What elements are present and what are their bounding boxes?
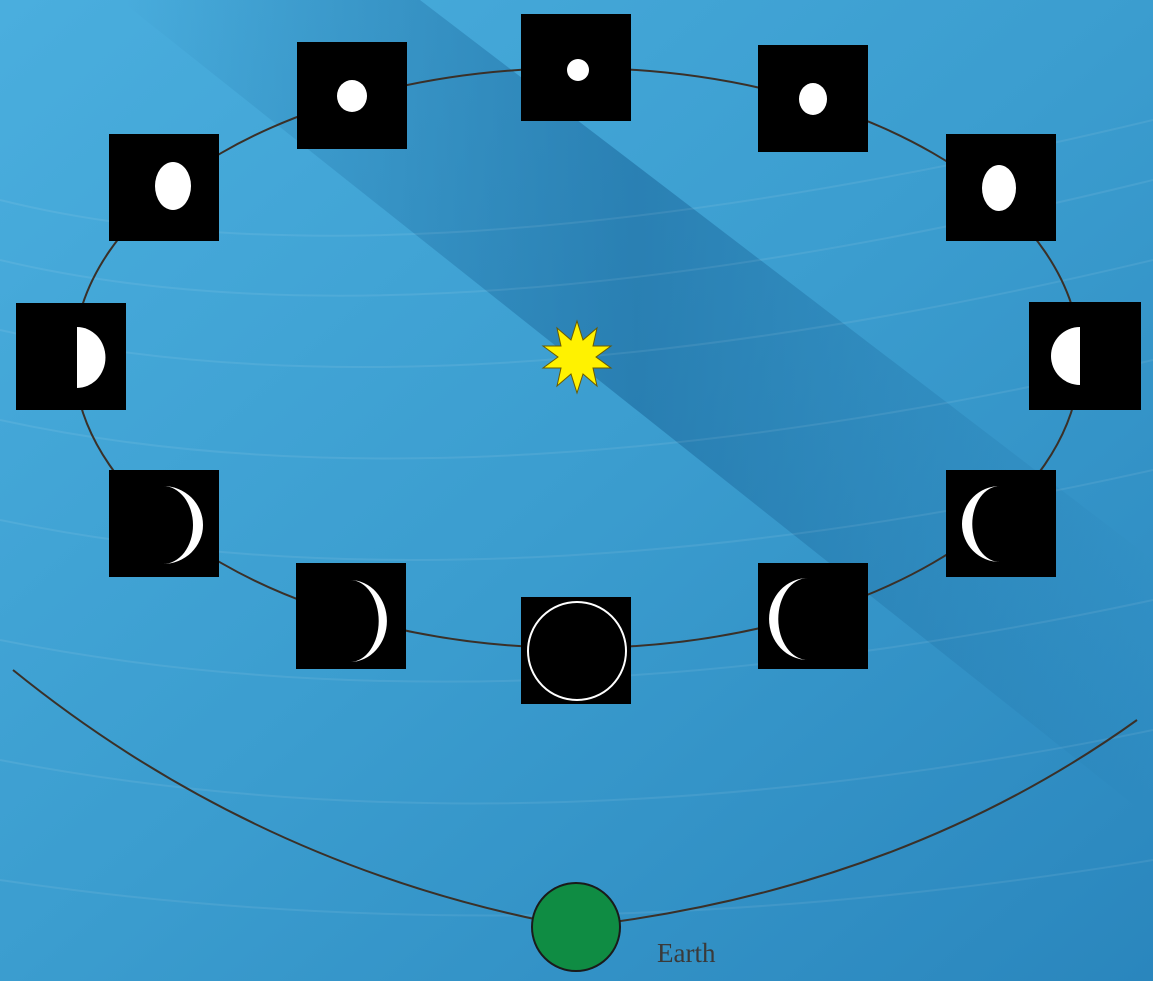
sun-icon <box>543 321 611 393</box>
phase-box-upper-right-2 <box>946 134 1056 241</box>
phase-box-lower-right-2 <box>758 563 868 669</box>
earth-icon <box>532 883 620 971</box>
phase-box-bottom <box>521 597 631 704</box>
phase-box-lower-left-2 <box>296 563 406 669</box>
phase-box-upper-left-1 <box>297 42 407 149</box>
phase-box-upper-right-1 <box>758 45 868 152</box>
phase-box-left <box>16 303 126 410</box>
phase-box-top <box>521 14 631 121</box>
earth-label: Earth <box>657 938 715 969</box>
phase-box-lower-left-1 <box>109 470 219 577</box>
phase-box-lower-right-1 <box>946 470 1056 577</box>
phase-box-upper-left-2 <box>109 134 219 241</box>
phase-box-right <box>1029 302 1141 410</box>
